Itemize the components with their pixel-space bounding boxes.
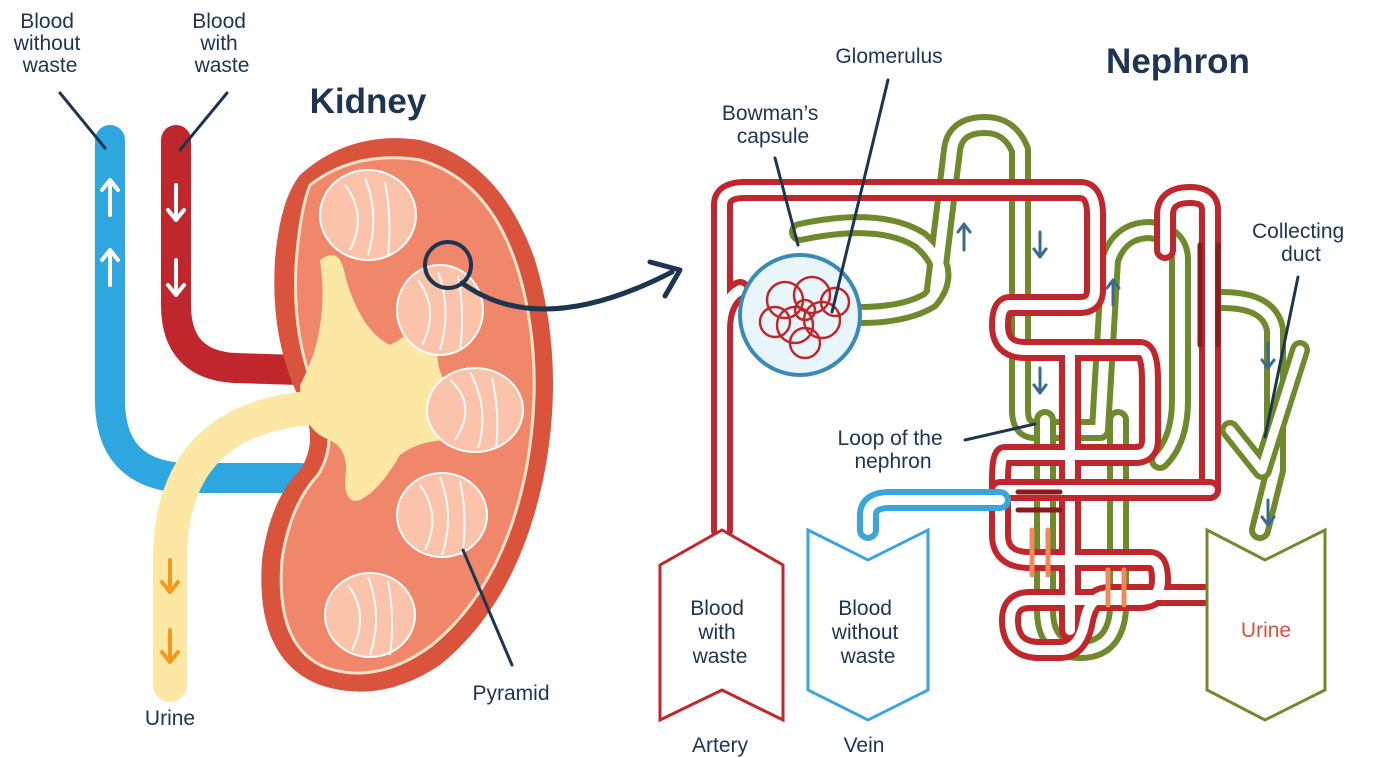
- label-vein: Vein: [844, 734, 885, 757]
- nephron-illustration: [660, 80, 1325, 720]
- up-arrow-icon: [958, 224, 970, 250]
- callout-blood-without-waste: [60, 93, 105, 148]
- nephron-vein-vessel: [868, 500, 1000, 530]
- down-arrow-icon: [1034, 368, 1046, 393]
- kidney-title: Kidney: [310, 82, 427, 121]
- label-pyramid: Pyramid: [472, 682, 549, 705]
- label-urine-kidney: Urine: [145, 707, 195, 730]
- vein-box-text: Blood without waste: [831, 597, 904, 668]
- callout-bowmans-capsule: [775, 158, 798, 245]
- label-bowmans-capsule: Bowman’s capsule: [722, 102, 824, 148]
- label-blood-with-waste: Blood with waste: [192, 10, 252, 77]
- nephron-title: Nephron: [1106, 42, 1250, 81]
- callout-blood-with-waste: [180, 93, 227, 150]
- artery-box-text: Blood with waste: [690, 597, 750, 668]
- down-arrow-icon: [1034, 232, 1046, 257]
- label-loop-of-nephron: Loop of the nephron: [838, 427, 949, 473]
- label-blood-without-waste: Blood without waste: [13, 10, 86, 77]
- urine-box-text: Urine: [1241, 619, 1291, 642]
- label-glomerulus: Glomerulus: [835, 45, 942, 68]
- label-collecting-duct: Collecting duct: [1252, 220, 1350, 266]
- label-artery: Artery: [692, 734, 749, 757]
- kidney-illustration: [60, 93, 680, 692]
